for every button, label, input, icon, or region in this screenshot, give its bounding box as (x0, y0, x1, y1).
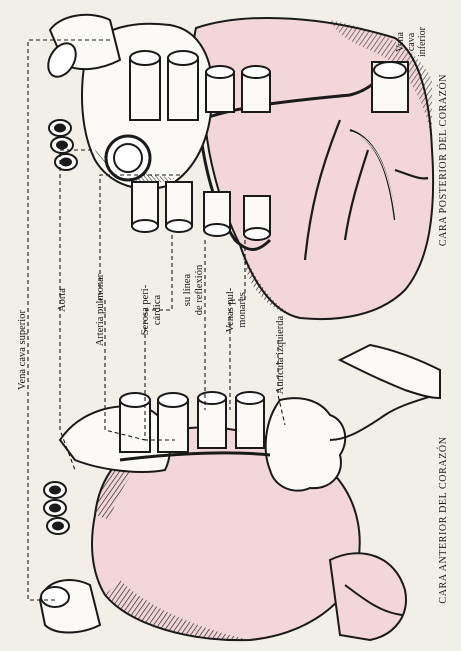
label-vena-cava-inferior-line-3: inferior (417, 26, 428, 57)
label-vena-cava-inferior-line-2: cava (406, 32, 417, 51)
posterior-aortic-branches (49, 120, 77, 170)
caption-anterior: CARA ANTERIOR DEL CORAZÓN (437, 436, 449, 603)
label-arteria-pulmonar: Arteria pulmonar (95, 273, 106, 346)
label-linea-line-1: su línea (182, 273, 193, 306)
label-linea-line-2: de reflexión (194, 264, 205, 315)
anterior-aortic-branches (44, 482, 69, 534)
label-serosa-line-1: Serosa peri- (140, 284, 151, 335)
anterior-heart (40, 345, 440, 640)
label-serosa-line-2: cárdica (152, 295, 163, 326)
anterior-auricle (266, 398, 346, 491)
label-auricula-izquierda: Aurícula izquierda (275, 315, 286, 394)
posterior-vena-cava-inferior (372, 62, 408, 112)
label-aorta: Aorta (57, 288, 68, 312)
label-venas-line-1: Venas pul- (225, 287, 236, 332)
label-vena-cava-superior: Vena cava superior (17, 310, 28, 390)
posterior-heart (43, 15, 434, 319)
label-venas-line-2: monares (237, 292, 248, 328)
label-vena-cava-inferior-line-1: Vena (395, 31, 406, 52)
caption-posterior: CARA POSTERIOR DEL CORAZÓN (437, 74, 449, 246)
